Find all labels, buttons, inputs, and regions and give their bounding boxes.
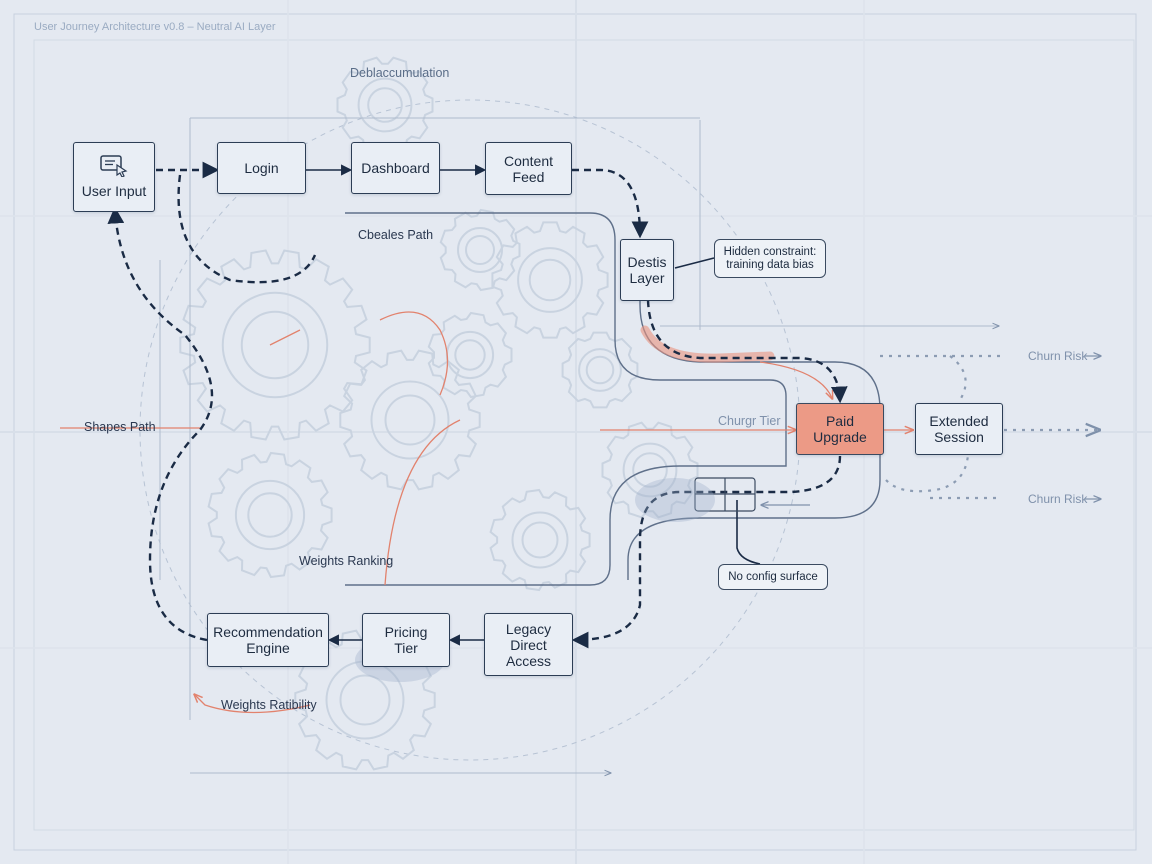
gear-ring: [367, 87, 403, 123]
node-label: Paid Upgrade: [813, 413, 867, 445]
node-content-feed[interactable]: Content Feed: [485, 142, 572, 195]
label-churn-risk-bottom: Churn Risk: [1028, 492, 1088, 506]
flow-paid-legacy: [571, 455, 842, 649]
node-label: Destis Layer: [627, 254, 667, 286]
gear-icon: [179, 249, 371, 441]
label-shapes-path: Shapes Path: [84, 420, 156, 434]
label-churgr-tier: Churgr Tier: [718, 414, 781, 428]
gear-icon: [491, 221, 609, 339]
red-squiggle: [269, 311, 461, 586]
node-extended-session[interactable]: Extended Session: [915, 403, 1003, 455]
label-weights-ranking: Weights Ranking: [299, 554, 394, 568]
gear-ring: [370, 380, 450, 460]
gear-icon: [339, 349, 481, 491]
gear-icon: [439, 208, 521, 292]
gear-ring: [339, 674, 391, 726]
node-login[interactable]: Login: [217, 142, 306, 194]
flow-rec-input: [107, 206, 214, 642]
churn-top-route-curve: [949, 355, 967, 401]
gear-ring: [632, 452, 668, 488]
gear-icon: [427, 311, 513, 399]
flow-destis-note: [674, 257, 715, 269]
gear-icon: [601, 421, 699, 519]
node-label: Legacy Direct Access: [505, 620, 552, 669]
churn-bottom-route: [885, 454, 970, 493]
gear-ring: [454, 339, 486, 371]
gear-ring: [578, 348, 622, 392]
label-weights-ratibility: Weights Ratibility: [221, 698, 317, 712]
node-label: Dashboard: [361, 160, 430, 176]
label-deblaccumulation: Deblaccumulation: [350, 66, 450, 80]
gear-icon: [207, 451, 333, 579]
gear-ring: [585, 355, 615, 385]
gear-ring: [247, 492, 293, 538]
node-label: User Input: [81, 183, 147, 199]
cursor-window-icon: [100, 155, 128, 177]
node-label: Content Feed: [503, 152, 554, 185]
gear-ring: [521, 521, 559, 559]
gear-ring: [384, 394, 436, 446]
inner-frame: [33, 39, 1135, 831]
gear-ring: [457, 227, 503, 273]
gear-icon: [336, 56, 434, 154]
node-pricing-tier[interactable]: Pricing Tier: [362, 613, 450, 667]
node-paid-upgrade[interactable]: Paid Upgrade: [796, 403, 884, 455]
node-recommendation-engine[interactable]: Recommendation Engine: [207, 613, 329, 667]
node-dashboard[interactable]: Dashboard: [351, 142, 440, 194]
gear-icon: [489, 488, 591, 592]
node-label: Extended Session: [929, 413, 989, 445]
node-legacy-direct-access[interactable]: Legacy Direct Access: [484, 613, 573, 676]
gear-ring: [221, 291, 329, 399]
gear-ring: [234, 479, 306, 551]
gear-ring: [445, 330, 495, 380]
node-user-input[interactable]: User Input: [73, 142, 155, 212]
shadow-smudge: [635, 478, 715, 522]
node-label: Login: [244, 160, 279, 176]
diagram-title: User Journey Architecture v0.8 – Neutral…: [34, 21, 276, 33]
note-no-config-surface: No config surface: [718, 564, 828, 590]
node-destis-layer[interactable]: Destis Layer: [620, 239, 674, 301]
ratibility-arrow: [195, 695, 311, 714]
node-label: Pricing Tier: [384, 624, 428, 656]
gear-icon: [561, 331, 639, 409]
flow-feed-destis: [572, 168, 649, 239]
label-churn-risk-top: Churn Risk: [1028, 349, 1088, 363]
flow-input-loop: [177, 174, 317, 284]
label-cbeales-path: Cbeales Path: [358, 228, 434, 242]
gear-ring: [517, 247, 583, 313]
gear-ring: [240, 310, 310, 380]
note-hidden-constraint: Hidden constraint: training data bias: [714, 239, 826, 278]
flow-destis-paid: [646, 299, 848, 404]
gear-ring: [357, 77, 413, 133]
gear-ring: [622, 442, 678, 498]
red-curve: [759, 361, 832, 398]
node-label: Recommendation Engine: [213, 624, 323, 656]
pipe-track: [345, 212, 787, 586]
gear-ring: [528, 258, 572, 302]
flow-note-config: [736, 500, 761, 565]
gear-ring: [511, 511, 569, 569]
gear-ring: [465, 235, 495, 265]
